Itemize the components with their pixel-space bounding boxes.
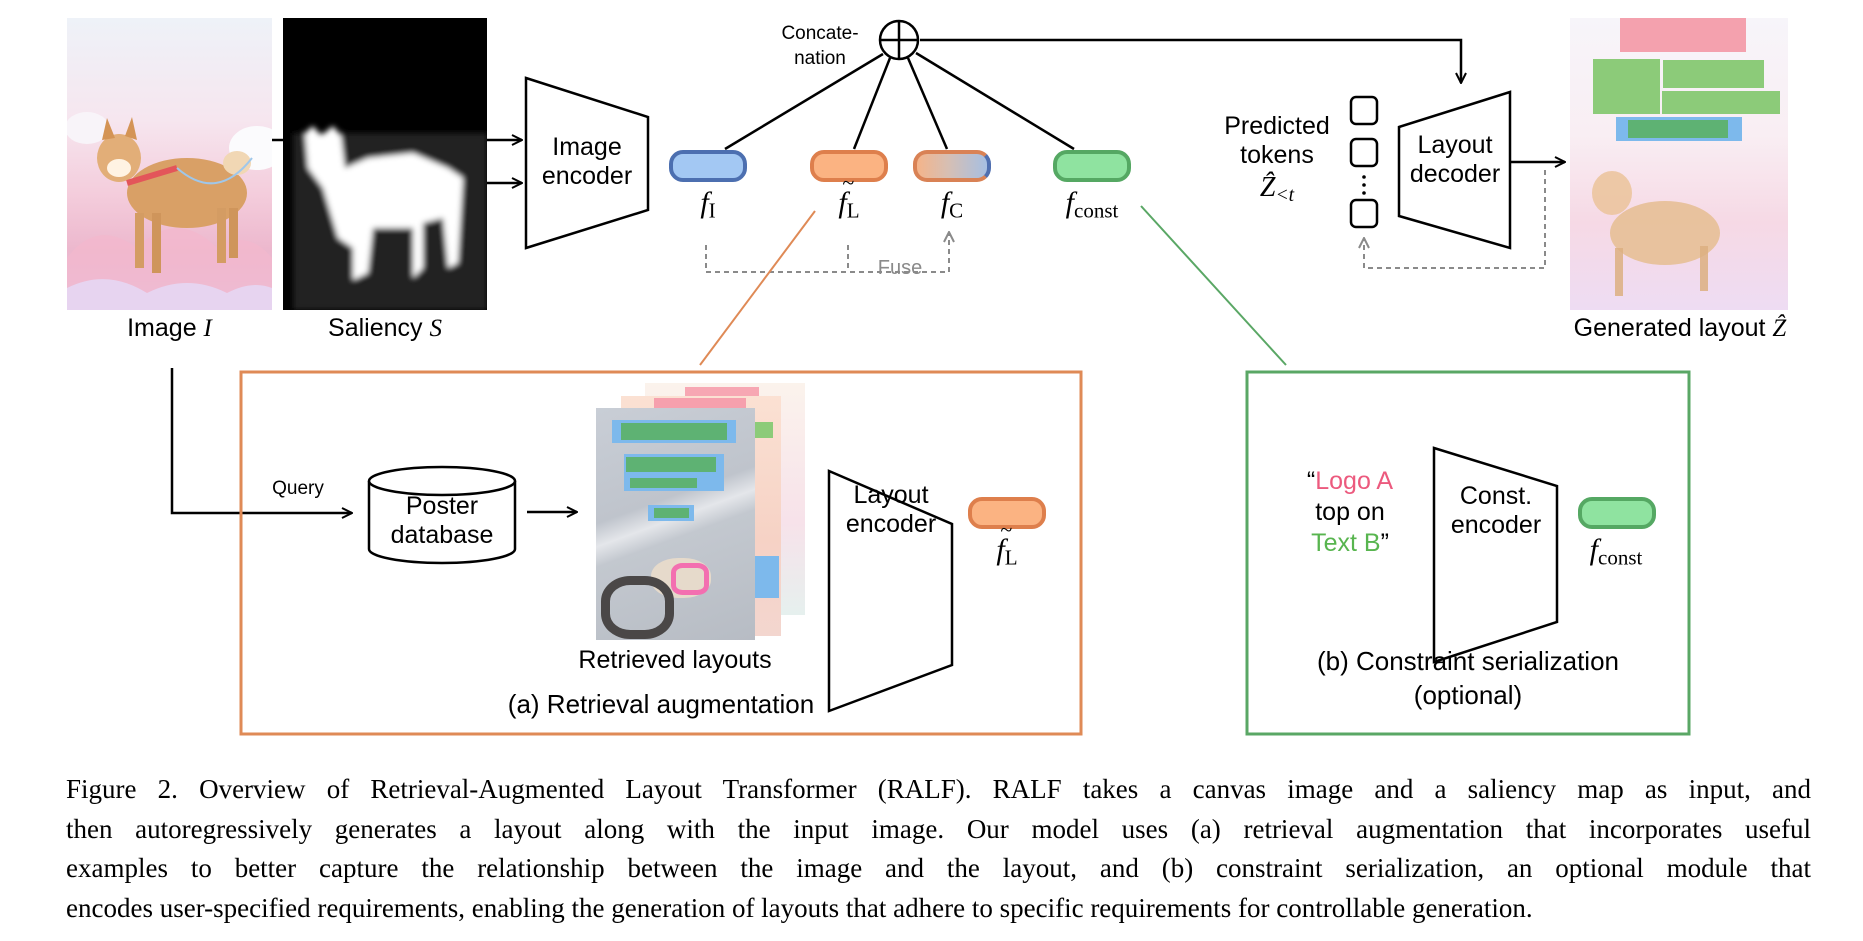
const-encoder-shape (1432, 446, 1559, 664)
figure-caption: Figure 2. Overview of Retrieval-Augmente… (66, 770, 1811, 928)
concatenation-label: Concate- nation (781, 23, 859, 69)
token-box-1 (1349, 95, 1379, 126)
dog-illustration (67, 112, 272, 310)
layout-decoder-shape (1397, 90, 1512, 250)
layout-encoder-shape (827, 469, 954, 713)
feature-label-constraint: fconst (1065, 186, 1119, 223)
constraint-text: “Logo A top on Text B” (1306, 467, 1394, 557)
predicted-tokens-label: Predicted tokens Ẑ<t (1224, 112, 1330, 206)
layout-element-text-2 (1663, 60, 1764, 88)
image-label: Image I (127, 314, 212, 342)
retrieved-layouts-label: Retrieved layouts (578, 646, 772, 674)
caption-line: Figure 2. Overview of Retrieval-Augmente… (66, 774, 1811, 804)
feature-label-fused: fC (940, 186, 964, 223)
constraint-box (1245, 370, 1691, 736)
retrieval-feature-label: f~L (996, 517, 1018, 570)
database-cylinder (367, 481, 517, 565)
layout-encoder: Layout encoder (845, 481, 937, 538)
token-box-3 (1349, 198, 1379, 229)
layout-element-text-3 (1662, 91, 1780, 114)
generated-layout-image (1570, 18, 1788, 310)
token-box-2 (1349, 137, 1379, 168)
caption-line: examples to better capture the relations… (66, 853, 1811, 883)
retrieval-connector (699, 210, 816, 366)
layout-decoder: Layout decoder (1409, 131, 1501, 188)
query-label: Query (272, 478, 324, 499)
fuse-dashed-line (705, 232, 949, 273)
caption-line: then autoregressively generates a layout… (66, 813, 1811, 844)
generated-layout-label: Generated layout Ẑ (1573, 314, 1787, 342)
layout-element-logo (1620, 18, 1746, 52)
saliency-label: Saliency S (328, 314, 442, 342)
const-encoder: Const. encoder (1450, 482, 1542, 539)
feature-label-image: fI (700, 186, 716, 223)
saliency-silhouette (293, 126, 487, 310)
constraint-feature-pill-b (1578, 497, 1656, 529)
concat-line-fconst (915, 51, 1075, 151)
concat-line-fl (852, 57, 892, 150)
layout-feature-pill (810, 150, 888, 182)
concat-line-fc (906, 57, 949, 150)
retrieved-layout-card-1 (596, 408, 755, 640)
layout-element-text-1 (1593, 59, 1660, 114)
logo-a-text: Logo A (1315, 467, 1394, 495)
constraint-connector (1140, 205, 1287, 366)
concat-to-decoder-line (920, 38, 1461, 83)
fuse-label: Fuse (877, 257, 923, 279)
layout-element-text-4 (1628, 120, 1728, 138)
generated-layout-canvas (1592, 18, 1780, 296)
saliency-map (283, 18, 487, 310)
image-encoder: Image encoder (541, 133, 633, 190)
retrieval-layout-feature-pill (968, 497, 1046, 529)
poster-database: Poster database (390, 492, 494, 549)
input-image (67, 18, 272, 310)
feature-label-layout: f~L (838, 170, 860, 223)
query-line (170, 368, 352, 513)
diagram-connectors (170, 19, 1691, 736)
fused-feature-pill (913, 150, 991, 182)
constraint-title: (b) Constraint serialization (optional) (1316, 646, 1619, 710)
caption-line: encodes user-specified requirements, ena… (66, 892, 1533, 923)
retrieval-title: (a) Retrieval augmentation (507, 689, 815, 719)
constraint-feature-pill (1053, 150, 1131, 182)
concat-line-fi (724, 52, 884, 151)
retrieval-box (239, 370, 1083, 736)
image-feature-pill (669, 150, 747, 182)
autoregressive-dashed-line (1364, 170, 1546, 269)
image-encoder-shape (524, 76, 650, 250)
text-b-text: Text B (1311, 529, 1381, 557)
constraint-feature-label: fconst (1589, 533, 1643, 570)
